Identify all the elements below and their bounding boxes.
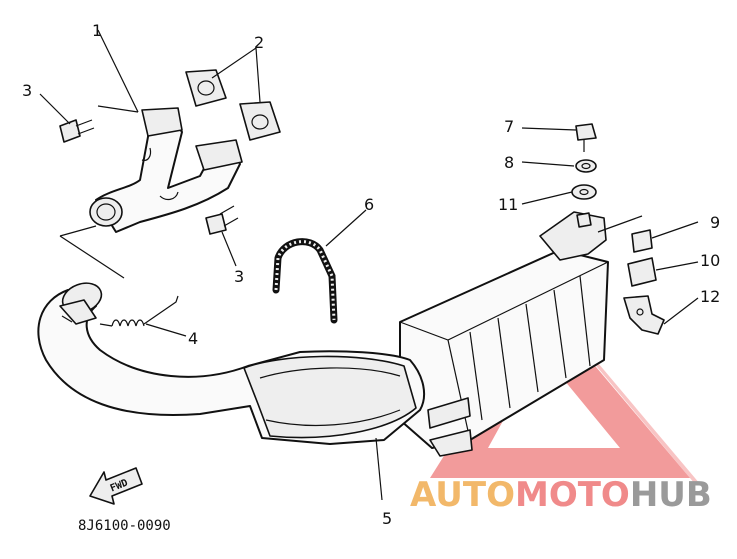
- callout-1: 1: [92, 21, 102, 40]
- callout-11: 11: [498, 195, 518, 214]
- callout-7: 7: [504, 117, 514, 136]
- callout-4: 4: [188, 329, 198, 348]
- muffler-bracket: [539, 211, 607, 261]
- damper-9: [631, 229, 653, 253]
- callout-2: 2: [254, 33, 264, 52]
- drawing-code: 8J6100-0090: [78, 518, 171, 534]
- watermark-hub: HUB: [630, 475, 712, 515]
- washer-8: [575, 159, 597, 173]
- callout-6: 6: [364, 195, 374, 214]
- callout-12: 12: [700, 287, 720, 306]
- bolt-lower: [205, 205, 239, 235]
- callout-3-upper: 3: [22, 81, 32, 100]
- bracket-12: [623, 295, 665, 335]
- exhaust-pipe: [37, 282, 426, 445]
- muffler: [399, 211, 609, 457]
- watermark-moto: MOTO: [515, 475, 630, 515]
- mount-bolt: [575, 123, 597, 152]
- watermark-brand: AUTOMOTOHUB: [410, 475, 712, 515]
- watermark-triangle: [430, 302, 690, 478]
- watermark-auto: AUTO: [410, 475, 515, 515]
- bolt-upper: [59, 119, 95, 143]
- damper-10: [627, 257, 657, 287]
- gasket-upper: [185, 69, 227, 107]
- spring: [99, 295, 179, 327]
- callout-9: 9: [710, 213, 720, 232]
- callout-10: 10: [700, 251, 720, 270]
- washer-11: [571, 184, 597, 200]
- fwd-arrow-icon: [89, 467, 143, 505]
- callout-5: 5: [382, 509, 392, 528]
- fwd-arrow: FWD: [89, 467, 143, 505]
- gasket-lower: [239, 101, 281, 141]
- heat-shield: [243, 355, 417, 439]
- manifold: [89, 107, 243, 233]
- hose: [272, 238, 338, 324]
- callout-8: 8: [504, 153, 514, 172]
- leader-lines: [39, 29, 699, 501]
- callout-3-lower: 3: [234, 267, 244, 286]
- gaskets: [185, 69, 281, 141]
